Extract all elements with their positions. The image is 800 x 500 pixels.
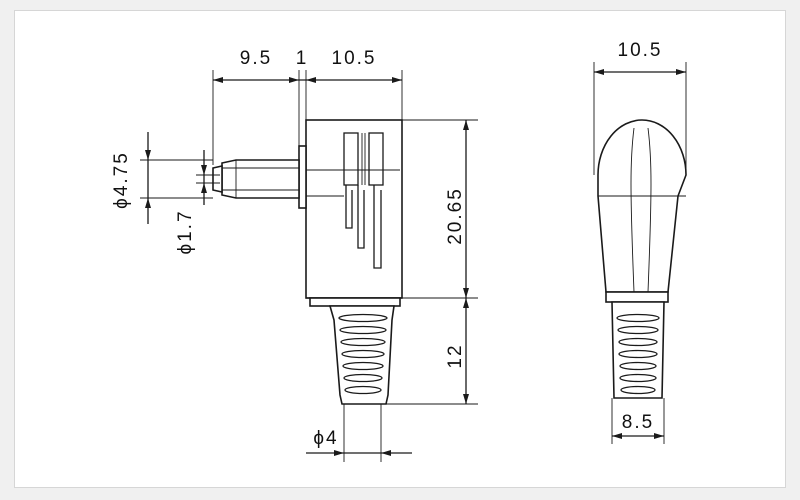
dim-head-width-label: 10.5: [618, 40, 663, 61]
dim-body-width-label: 10.5: [332, 48, 377, 69]
internal-contacts: [306, 132, 400, 269]
end-view-ribs: [616, 313, 660, 395]
dim-right-heights: [386, 119, 478, 405]
dim-flange-label: 1: [296, 48, 309, 69]
dim-outer-diameter-label: ϕ4.75: [111, 151, 132, 209]
dim-boot-width-label: 8.5: [622, 412, 654, 433]
dim-top-side: [212, 70, 403, 165]
dim-body-height-label: 20.65: [445, 187, 466, 245]
dim-inner-diameter-label: ϕ1.7: [175, 209, 196, 254]
boot-ribs: [338, 313, 388, 395]
dim-pin-length-label: 9.5: [240, 48, 272, 69]
pin-flange: [298, 145, 307, 209]
side-view: 9.5 1 10.5 ϕ4.75 ϕ1.7 20.65 12: [111, 48, 478, 462]
dim-boot-width: [611, 398, 665, 444]
plug-pin: [196, 159, 300, 199]
dim-head-width: [593, 62, 687, 175]
end-view-collar: [605, 291, 669, 303]
dim-cable-diameter-label: ϕ4: [313, 428, 338, 449]
dim-strain-relief-label: 12: [445, 343, 466, 368]
dim-left-diameters: [140, 132, 213, 224]
strain-relief-boot: [328, 305, 395, 405]
plug-body: [305, 119, 403, 299]
end-view: 10.5 8.5: [593, 40, 687, 444]
body-base-step: [309, 297, 401, 307]
dim-cable-diameter: [306, 404, 412, 462]
end-view-head: [597, 119, 687, 293]
